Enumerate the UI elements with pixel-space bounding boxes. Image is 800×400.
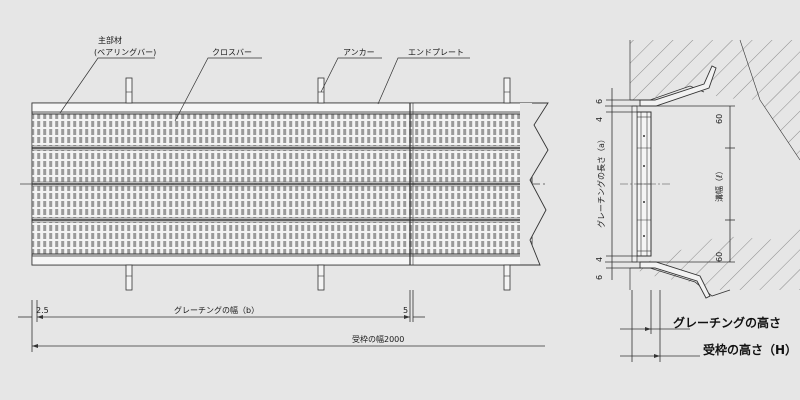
grating-width-label: グレーチングの幅（b） (174, 305, 259, 315)
channel-width-label: 溝幅（ℓ） (714, 167, 724, 202)
frame-height-label: 受枠の高さ（H） (703, 342, 797, 357)
plan-view (20, 57, 549, 291)
anchor-top-2 (317, 77, 325, 104)
grating-row-4 (31, 221, 533, 255)
anchor-bottom-1 (125, 264, 133, 291)
top-step-value: 4 (595, 117, 604, 122)
grating-length-label: グレーチングの長さ（a） (596, 135, 606, 228)
anchor-bottom-3 (503, 264, 511, 291)
section-view (605, 39, 800, 362)
main-bar-label-sub: (ベアリングバー) (94, 47, 156, 57)
left-gap-value: 2.5 (36, 306, 49, 315)
end-plate-label: エンドプレート (408, 48, 464, 57)
anchor-bottom-2 (317, 264, 325, 291)
anchor-top-3 (503, 77, 511, 104)
main-bar-label: 主部材 (98, 35, 122, 45)
grating-row-3 (31, 185, 533, 219)
top-offset-value: 6 (595, 99, 604, 104)
grating-row-1 (31, 113, 533, 147)
anchor-label: アンカー (343, 48, 375, 57)
grating-height-label: グレーチングの高さ (673, 315, 781, 330)
frame-width-label: 受枠の幅2000 (352, 334, 404, 344)
anchor-top-1 (125, 77, 133, 104)
bottom-step-value: 4 (595, 257, 604, 262)
right-gap-value: 5 (403, 306, 408, 315)
cross-bar-label: クロスバー (212, 48, 252, 57)
bottom-depth-value: 60 (715, 252, 724, 262)
width-dimensions (18, 290, 545, 352)
grating-row-2 (31, 149, 533, 183)
bottom-offset-value: 6 (595, 275, 604, 280)
top-depth-value: 60 (715, 114, 724, 124)
